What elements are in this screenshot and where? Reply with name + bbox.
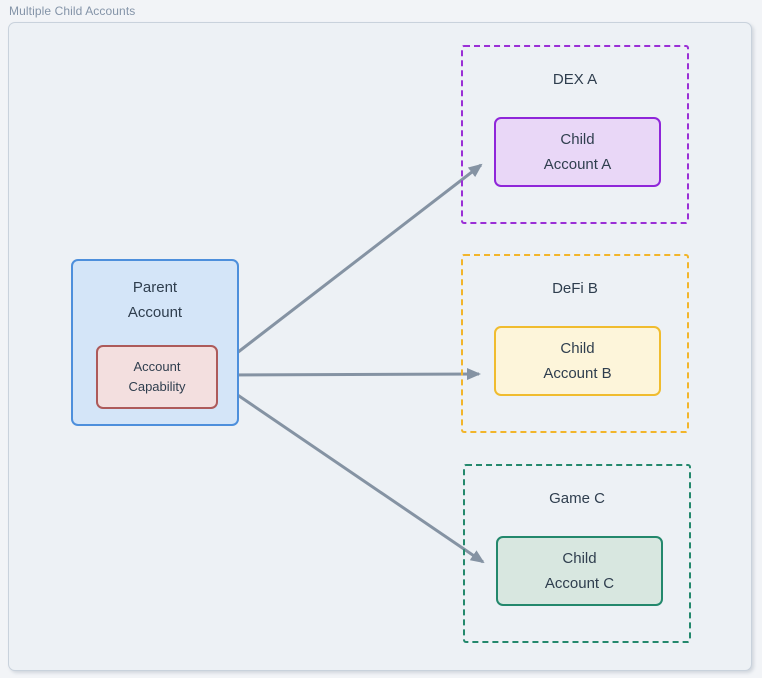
group-dex-a: DEX A Child Account A [461,45,689,224]
child-account-a-node: Child Account A [494,117,661,187]
group-dex-a-label: DEX A [552,71,598,88]
child-account-b-label: Child Account B [543,340,612,382]
account-capability-node: Account Capability [96,345,218,409]
group-game-c-label: Game C [549,490,605,507]
child-account-c-label: Child Account C [544,550,615,592]
group-game-c: Game C Child Account C [463,464,691,643]
child-account-a-label: Child Account A [543,131,612,173]
child-account-c-node: Child Account C [496,536,663,606]
figure-title: Multiple Child Accounts [9,4,136,18]
child-account-b-node: Child Account B [494,326,661,396]
arrow-parent-to-child-b [220,368,481,381]
arrow-parent-to-child-a [219,163,483,368]
diagram-canvas: Parent Account Account Capability DEX A … [8,22,752,671]
group-defi-b: DeFi B Child Account B [461,254,689,433]
account-capability-label: Account Capability [128,359,186,394]
arrow-parent-to-child-c [219,381,485,564]
group-defi-b-label: DeFi B [552,280,598,297]
parent-account-label: Parent Account [127,279,183,321]
parent-account-node: Parent Account Account Capability [71,259,239,426]
